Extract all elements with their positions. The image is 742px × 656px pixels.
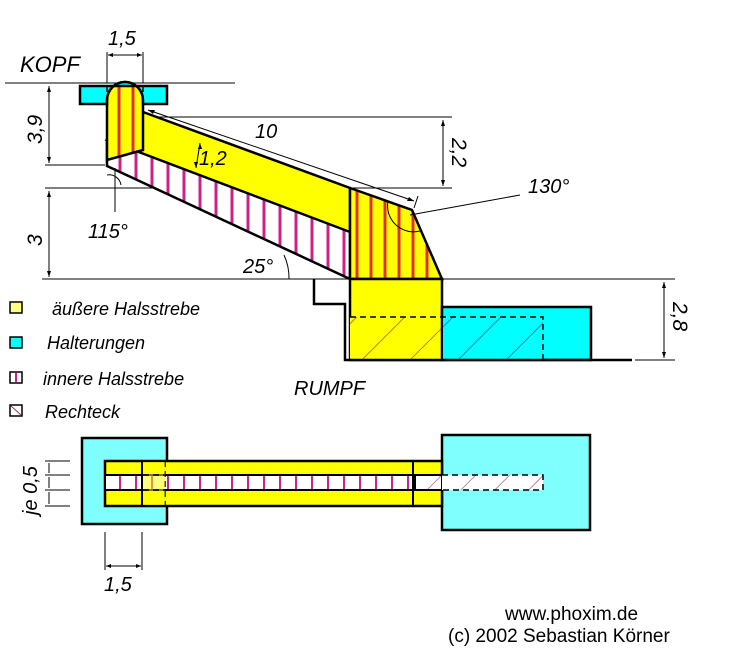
angle-arc-115 bbox=[106, 174, 122, 186]
copyright-text: (c) 2002 Sebastian Körner bbox=[448, 626, 670, 647]
legend: äußere Halsstrebe Halterungen innere Hal… bbox=[9, 299, 200, 422]
rectangle-part-cyan bbox=[443, 317, 543, 359]
body-label: RUMPF bbox=[294, 378, 367, 400]
angle-arc-25 bbox=[283, 254, 290, 280]
dim-strut-thickness: 1,2 bbox=[199, 148, 227, 170]
side-view: KOPF 1,5 3,9 3 10 1,2 2,2 2,8 115° 25° 1… bbox=[5, 28, 691, 400]
legend-item-outer-strut: äußere Halsstrebe bbox=[9, 299, 200, 319]
svg-text:innere Halsstrebe: innere Halsstrebe bbox=[43, 369, 184, 389]
legend-item-rectangle: Rechteck bbox=[9, 402, 121, 422]
yellow-swatch-icon bbox=[9, 301, 23, 314]
dim-lower-height: 3 bbox=[24, 234, 47, 246]
dim-top-width: 1,5 bbox=[108, 28, 137, 50]
body-post-upper bbox=[348, 186, 444, 281]
hidden-edge bbox=[442, 474, 544, 491]
rectangle-part-top bbox=[414, 474, 443, 491]
head-post bbox=[105, 80, 145, 162]
dim-bottom-width: 1,5 bbox=[104, 574, 133, 596]
legend-item-inner-strut: innere Halsstrebe bbox=[9, 369, 184, 389]
angle-head: 115° bbox=[88, 221, 128, 243]
dim-layer-thickness: je 0,5 bbox=[20, 465, 42, 518]
svg-text:äußere Halsstrebe: äußere Halsstrebe bbox=[52, 299, 200, 319]
hidden-edge bbox=[350, 316, 544, 360]
angle-neck: 25° bbox=[242, 256, 273, 278]
dim-body-height: 2,8 bbox=[668, 301, 691, 332]
dim-head-height: 3,9 bbox=[24, 114, 47, 144]
website-text: www.phoxim.de bbox=[504, 604, 638, 625]
rectangle-hidden-top bbox=[442, 475, 543, 490]
dim-line-strut-length bbox=[147, 109, 415, 202]
head-label: KOPF bbox=[20, 52, 81, 77]
body-outline bbox=[312, 279, 632, 362]
dim-strut-length: 10 bbox=[255, 121, 277, 143]
angle-body: 130° bbox=[528, 176, 569, 198]
top-view: je 0,5 1,5 bbox=[20, 433, 592, 596]
rectangle-part-yellow bbox=[350, 317, 442, 360]
cyan-swatch-icon bbox=[9, 336, 23, 349]
angle-arc-130 bbox=[387, 200, 421, 233]
dim-offset-height: 2,2 bbox=[447, 137, 470, 168]
svg-text:Rechteck: Rechteck bbox=[45, 402, 121, 422]
legend-item-mounts: Halterungen bbox=[9, 333, 145, 353]
svg-text:Halterungen: Halterungen bbox=[47, 333, 145, 353]
